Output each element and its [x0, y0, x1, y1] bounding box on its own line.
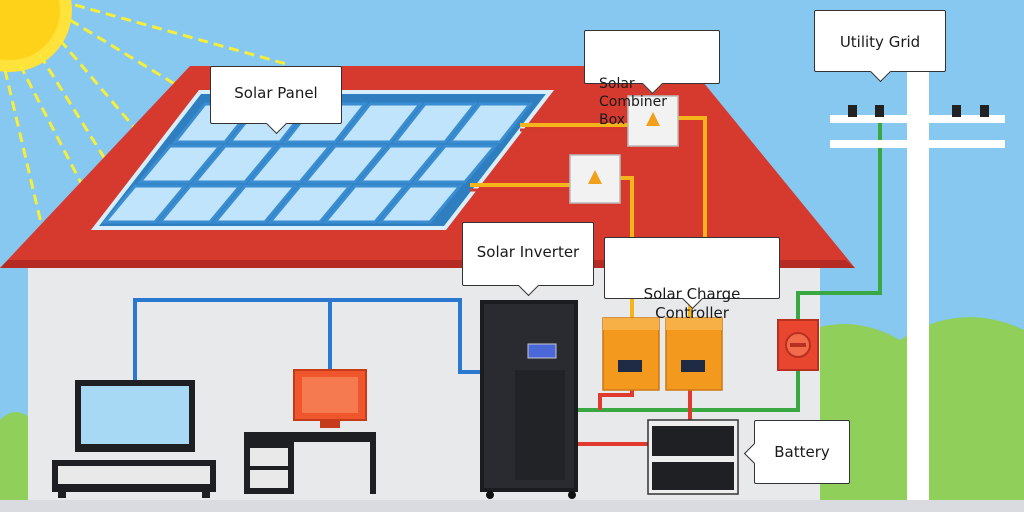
floor [0, 500, 1024, 512]
dc-wiring [470, 116, 707, 318]
charge-controller-right [665, 317, 723, 391]
label-utility-grid: Utility Grid [814, 10, 946, 83]
label-combiner-box: Solar Combiner Box [584, 30, 720, 128]
label-battery: Battery [743, 420, 850, 484]
label-solar-panel: Solar Panel [210, 66, 342, 135]
battery-wiring [578, 390, 692, 446]
label-solar-panel-text: Solar Panel [234, 84, 318, 102]
label-solar-inverter-text: Solar Inverter [476, 243, 580, 261]
solar-panel-array [90, 90, 555, 230]
television [52, 380, 216, 498]
charge-controller-left [602, 317, 660, 391]
label-battery-text: Battery [774, 443, 830, 461]
utility-pole [830, 70, 1005, 500]
ac-wiring-blue [133, 298, 480, 380]
computer-desk [244, 369, 376, 494]
battery-bank [647, 419, 739, 495]
label-solar-inverter: Solar Inverter [462, 222, 594, 297]
label-charge-controller-text: Solar Charge Controller [643, 285, 741, 322]
combiner-box-lower [569, 154, 621, 204]
label-combiner-box-text: Solar Combiner Box [599, 76, 667, 128]
combiner-box-upper [627, 95, 679, 147]
breaker-box [777, 319, 819, 371]
label-charge-controller: Solar Charge Controller [604, 237, 780, 322]
label-utility-grid-text: Utility Grid [839, 33, 921, 51]
solar-inverter [480, 300, 578, 499]
